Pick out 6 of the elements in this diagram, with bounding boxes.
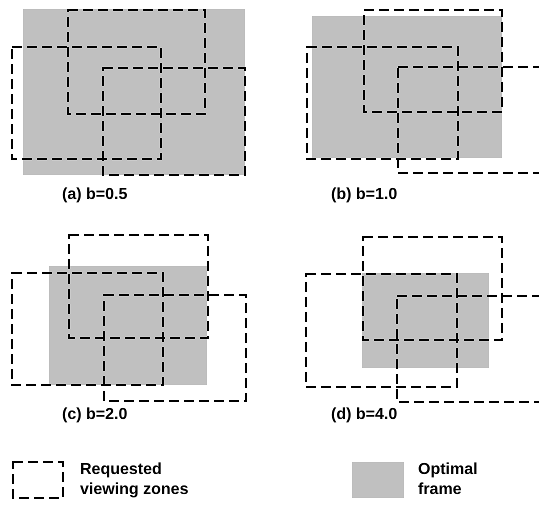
panel-caption: (b) b=1.0 xyxy=(331,186,398,204)
legend-label: Optimal frame xyxy=(418,460,479,500)
panel-caption: (a) b=0.5 xyxy=(62,186,128,204)
panel-caption: (c) b=2.0 xyxy=(62,406,128,424)
legend-label: Requested viewing zones xyxy=(80,460,190,500)
panel-caption: (d) b=4.0 xyxy=(331,406,398,424)
